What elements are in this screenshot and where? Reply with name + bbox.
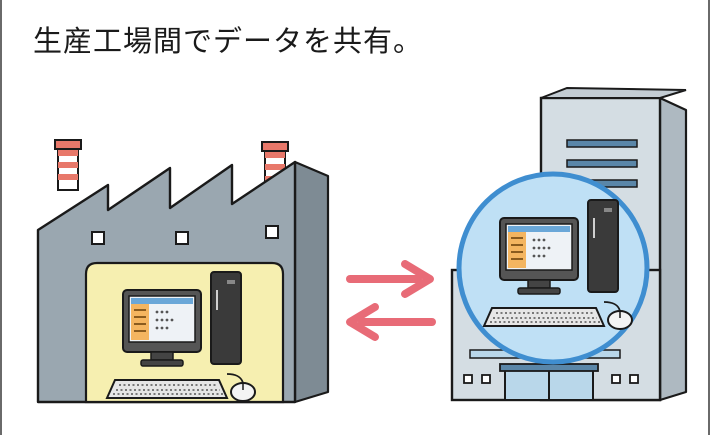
chimney-left — [54, 139, 82, 191]
caption-text: 生産工場間でデータを共有。 — [33, 24, 424, 58]
bidirectional-arrows-icon — [346, 260, 436, 341]
arrow-to-office — [346, 260, 434, 298]
arrow-to-factory — [346, 303, 436, 341]
